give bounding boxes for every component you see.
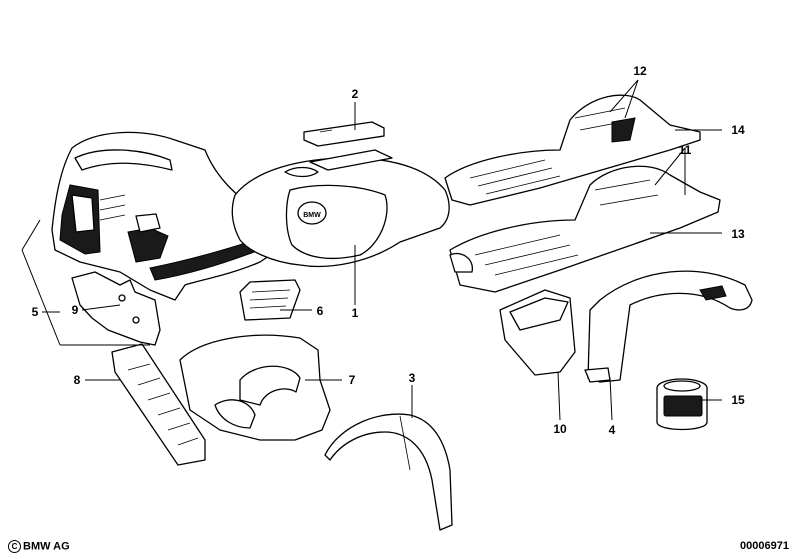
paint-can <box>656 378 708 431</box>
fairing-bracket <box>71 271 161 346</box>
callout-14: 14 <box>731 123 745 137</box>
callout-9: 9 <box>72 303 79 317</box>
callout-10: 10 <box>553 422 567 436</box>
callouts: 1 2 3 4 5 6 7 8 9 10 11 12 13 14 15 <box>32 64 745 437</box>
side-cover-right <box>499 289 576 376</box>
seat-lower <box>449 165 721 293</box>
radiator-grille <box>111 343 206 466</box>
callout-11: 11 <box>679 143 692 157</box>
lower-cover <box>179 334 331 441</box>
callout-5: 5 <box>32 305 39 319</box>
rear-mudguard <box>584 270 753 383</box>
callout-2: 2 <box>352 87 359 101</box>
tank-badge-text: BMW <box>303 212 321 219</box>
leader-lines <box>21 79 722 421</box>
seat-upper <box>444 94 701 206</box>
callout-12: 12 <box>633 64 647 78</box>
callout-8: 8 <box>74 373 81 387</box>
copyright-icon: C <box>8 540 21 553</box>
fuel-tank: BMW <box>231 149 450 268</box>
callout-1: 1 <box>352 306 359 320</box>
callout-4: 4 <box>609 423 616 437</box>
tank-cover <box>303 121 385 147</box>
drawing-number: 00006971 <box>740 540 789 552</box>
callout-13: 13 <box>731 227 745 241</box>
copyright-text: BMW AG <box>23 540 70 553</box>
callout-6: 6 <box>317 304 324 318</box>
callout-15: 15 <box>731 393 745 407</box>
side-cover-small <box>239 279 301 321</box>
callout-3: 3 <box>409 371 416 385</box>
fairing <box>51 131 289 301</box>
front-mudguard <box>324 413 453 531</box>
callout-7: 7 <box>349 373 356 387</box>
